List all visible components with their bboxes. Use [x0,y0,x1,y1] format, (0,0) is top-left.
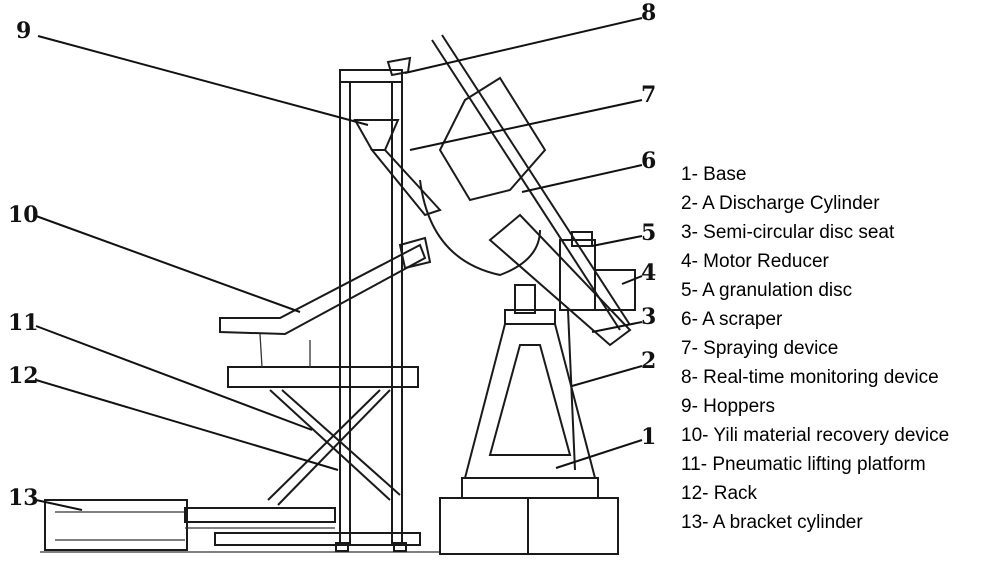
callout-6: 6 [641,148,656,174]
legend-item: 9- Hoppers [681,396,775,417]
legend: 1- Base 2- A Discharge Cylinder 3- Semi-… [681,160,949,537]
callout-10: 10 [8,202,39,228]
callout-1: 1 [641,424,656,450]
pneumatic-lifting-platform [227,340,419,506]
legend-item: 5- A granulation disc [681,280,853,301]
callout-11: 11 [8,310,39,336]
base [439,284,619,555]
callout-2: 2 [641,348,656,374]
legend-item: 2- A Discharge Cylinder [681,193,880,214]
callout-8: 8 [641,0,656,26]
legend-item: 6- A scraper [681,309,783,330]
legend-item: 12- Rack [681,483,758,504]
callout-7: 7 [641,82,656,108]
legend-item: 13- A bracket cylinder [681,512,863,533]
callout-4: 4 [641,260,656,286]
legend-item: 4- Motor Reducer [681,251,829,272]
discharge-cylinder [567,309,576,471]
legend-item: 8- Real-time monitoring device [681,367,939,388]
granulation-disc [419,34,632,347]
leader-lines [35,17,643,511]
rack [335,69,407,552]
legend-item: 3- Semi-circular disc seat [681,222,895,243]
callout-3: 3 [641,304,656,330]
callout-13: 13 [8,485,39,511]
legend-item: 11- Pneumatic lifting platform [681,454,926,475]
legend-item: 10- Yili material recovery device [681,425,950,446]
material-recovery-device [219,236,432,368]
bracket-cylinder [44,499,421,551]
callout-12: 12 [8,363,39,389]
legend-item: 7- Spraying device [681,338,839,359]
motor-reducer [559,231,636,311]
legend-item: 1- Base [681,164,747,185]
callout-5: 5 [641,220,656,246]
callout-9: 9 [16,18,31,44]
